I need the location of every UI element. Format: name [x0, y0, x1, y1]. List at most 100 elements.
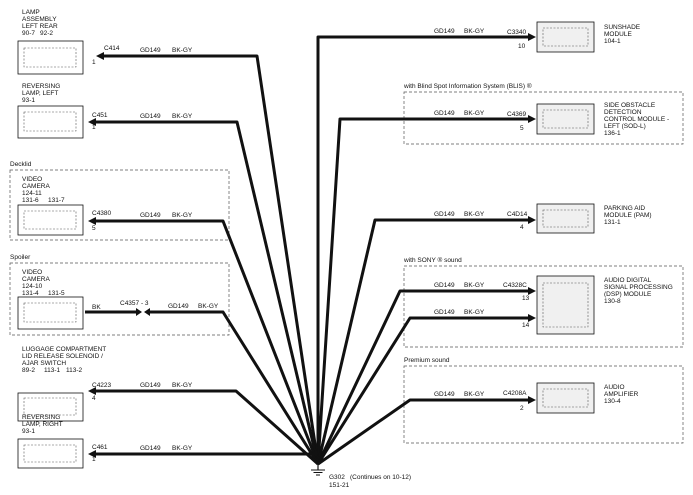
component-video-camera-spoiler[interactable]: VIDEO CAMERA 124-10 131-4 131-5 BK C4357… [17, 269, 149, 330]
pin-label: 4 [92, 395, 96, 402]
component-name-line: LID RELEASE SOLENOID / [22, 353, 103, 360]
component-reversing-lamp-left[interactable]: REVERSING LAMP, LEFT 93-1 C451 1 [17, 83, 108, 139]
connector-label: C4D14 [507, 211, 528, 218]
component-name-line: (DSP) MODULE [604, 291, 652, 298]
arrow-right-c4208a [528, 396, 536, 404]
wire-reversing-lamp-right [95, 452, 320, 464]
wire-color-label: BK-GY [464, 309, 485, 316]
component-ref: 131-7 [48, 197, 65, 204]
component-ref: 104-1 [604, 38, 621, 45]
component-ref: 131-1 [604, 219, 621, 226]
component-ref: 131-5 [48, 290, 65, 297]
component-ref: 136-1 [604, 130, 621, 137]
connector-label: C4369 [507, 111, 527, 118]
component-ref: 131-4 [22, 290, 39, 297]
premium-group-label: Premium sound [404, 357, 450, 364]
wire-color-label: BK-GY [172, 212, 193, 219]
wire-color-label: BK-GY [172, 382, 193, 389]
pin-label: 1 [92, 456, 96, 463]
arrow-right-c4328c-14 [528, 314, 536, 322]
component-name-line: DETECTION [604, 109, 642, 116]
component-ref: 130-4 [604, 398, 621, 405]
component-name-line: LAMP [22, 9, 40, 16]
sony-group-label: with SONY ® sound [403, 256, 462, 264]
component-name-line: LEFT (SOD-L) [604, 123, 646, 130]
component-name-line: SUNSHADE [604, 24, 641, 31]
blis-group-label: with Blind Spot Information System (BLIS… [403, 82, 532, 90]
wire-sunshade-module [316, 35, 530, 464]
connector-label: C4223 [92, 382, 112, 389]
arrow-left-c4380 [88, 217, 96, 225]
arrow-left-c4223 [88, 387, 96, 395]
wire-color-label: BK-GY [464, 282, 485, 289]
wire-color-label: BK-GY [172, 47, 193, 54]
component-name-line: AMPLIFIER [604, 391, 639, 398]
arrow-left-c414 [96, 52, 104, 60]
component-sunshade-module[interactable]: SUNSHADE MODULE 104-1 C3340 10 [507, 21, 641, 53]
component-name-line: AJAR SWITCH [22, 360, 66, 367]
component-lamp-left-rear[interactable]: LAMP ASSEMBLY LEFT REAR 90-7 92-2 C414 1 [17, 9, 120, 75]
wire-lamp-left-rear [102, 54, 320, 465]
wire-circuit-label: GD149 [140, 212, 161, 219]
component-name-line: ASSEMBLY [22, 16, 57, 23]
component-video-camera-decklid[interactable]: VIDEO CAMERA 124-11 131-6 131-7 C4380 5 [17, 176, 112, 236]
component-pam[interactable]: PARKING AID MODULE (PAM) 131-1 C4D14 4 [507, 203, 652, 234]
wire-circuit-label: GD149 [140, 445, 161, 452]
wire-video-camera-spoiler [150, 310, 320, 465]
component-name-line: REVERSING [22, 83, 60, 90]
wire-color-label: BK-GY [198, 303, 219, 310]
component-name-line: PARKING AID [604, 205, 645, 212]
component-name-line: MODULE (PAM) [604, 212, 652, 219]
pin-label: 13 [522, 295, 530, 302]
wire-dsp-14 [316, 316, 530, 465]
ground-id: G302 [329, 474, 345, 481]
wire-color-label: BK [92, 304, 101, 311]
arrow-left-c451 [88, 118, 96, 126]
connector-label: C4357 - 3 [120, 300, 149, 307]
wire-labels: GD149 BK-GY GD149 BK-GY GD149 BK-GY GD14… [140, 28, 485, 452]
connector-label: C414 [104, 45, 120, 52]
arrow-right-c3340 [528, 33, 536, 41]
wire-luggage-solenoid [95, 389, 319, 466]
component-ref: 131-6 [22, 197, 39, 204]
wire-pam [316, 218, 530, 465]
connector-label: C4208A [503, 390, 527, 397]
component-ref: 113-1 [44, 367, 61, 374]
arrow-spoiler-inline-a [136, 308, 142, 316]
component-audio-amp[interactable]: AUDIO AMPLIFIER 130-4 C4208A 2 [503, 382, 639, 414]
component-reversing-lamp-right[interactable]: REVERSING LAMP, RIGHT 93-1 C461 1 [17, 414, 108, 469]
component-ref: 93-1 [22, 428, 35, 435]
component-name-line: CAMERA [22, 276, 50, 283]
component-dsp[interactable]: AUDIO DIGITAL SIGNAL PROCESSING (DSP) MO… [503, 275, 673, 335]
spoiler-group-box [9, 262, 230, 336]
ground-g302[interactable]: G302 (Continues on 10-12) 151-21 [311, 464, 411, 489]
component-name-line: LAMP, RIGHT [22, 421, 63, 428]
wire-color-label: BK-GY [464, 211, 485, 218]
connector-label: C4380 [92, 210, 112, 217]
component-ref: 90-7 [22, 30, 35, 37]
component-ref: 124-11 [22, 190, 42, 197]
connector-label: C3340 [507, 29, 527, 36]
component-name-line: VIDEO [22, 269, 42, 276]
arrow-right-c4d14 [528, 216, 536, 224]
pin-label: 1 [92, 59, 96, 66]
component-name-line: AUDIO DIGITAL [604, 277, 652, 284]
component-name-line: VIDEO [22, 176, 42, 183]
component-luggage-solenoid[interactable]: LUGGAGE COMPARTMENT LID RELEASE SOLENOID… [17, 346, 112, 422]
wire-circuit-label: GD149 [434, 28, 455, 35]
connector-label: C4328C [503, 282, 527, 289]
wire-color-label: BK-GY [172, 445, 193, 452]
pin-label: 14 [522, 322, 530, 329]
ground-continues: (Continues on 10-12) [350, 474, 411, 481]
arrow-left-c461 [88, 450, 96, 458]
component-sodl[interactable]: SIDE OBSTACLE DETECTION CONTROL MODULE -… [507, 102, 669, 137]
premium-group-box [403, 365, 684, 444]
wire-circuit-label: GD149 [434, 309, 455, 316]
wire-color-label: BK-GY [464, 391, 485, 398]
ground-ref: 151-21 [329, 482, 350, 489]
wire-circuit-label: GD149 [140, 382, 161, 389]
pin-label: 5 [92, 225, 96, 232]
wire-circuit-label: GD149 [434, 110, 455, 117]
component-name-line: LUGGAGE COMPARTMENT [22, 346, 106, 353]
wire-circuit-label: GD149 [434, 211, 455, 218]
